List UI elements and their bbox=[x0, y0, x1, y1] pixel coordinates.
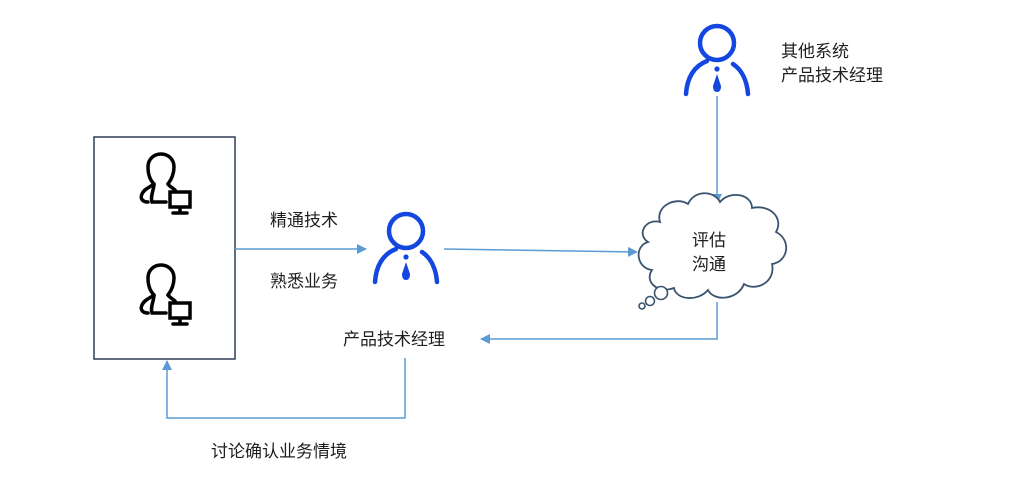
other-pm-label-line2: 产品技术经理 bbox=[781, 66, 883, 86]
connector-pm-to-team bbox=[162, 358, 406, 419]
user-computer-icon bbox=[139, 263, 192, 326]
cloud-text-line2: 沟通 bbox=[692, 255, 726, 275]
manager-icon-other bbox=[686, 26, 748, 94]
edge-label-business: 熟悉业务 bbox=[270, 272, 338, 292]
connector-cloud-to-pm-label bbox=[480, 302, 718, 344]
connector-pm-to-cloud bbox=[443, 246, 638, 257]
thought-cloud bbox=[637, 192, 787, 310]
other-pm-label-line1: 其他系统 bbox=[781, 42, 849, 62]
manager-icon bbox=[375, 214, 437, 282]
edge-label-discuss: 讨论确认业务情境 bbox=[211, 442, 347, 462]
cloud-text-line1: 评估 bbox=[692, 231, 726, 251]
team-box bbox=[93, 136, 236, 360]
edge-label-tech: 精通技术 bbox=[270, 211, 338, 231]
user-computer-icon bbox=[139, 152, 192, 215]
pm-label: 产品技术经理 bbox=[343, 330, 445, 350]
